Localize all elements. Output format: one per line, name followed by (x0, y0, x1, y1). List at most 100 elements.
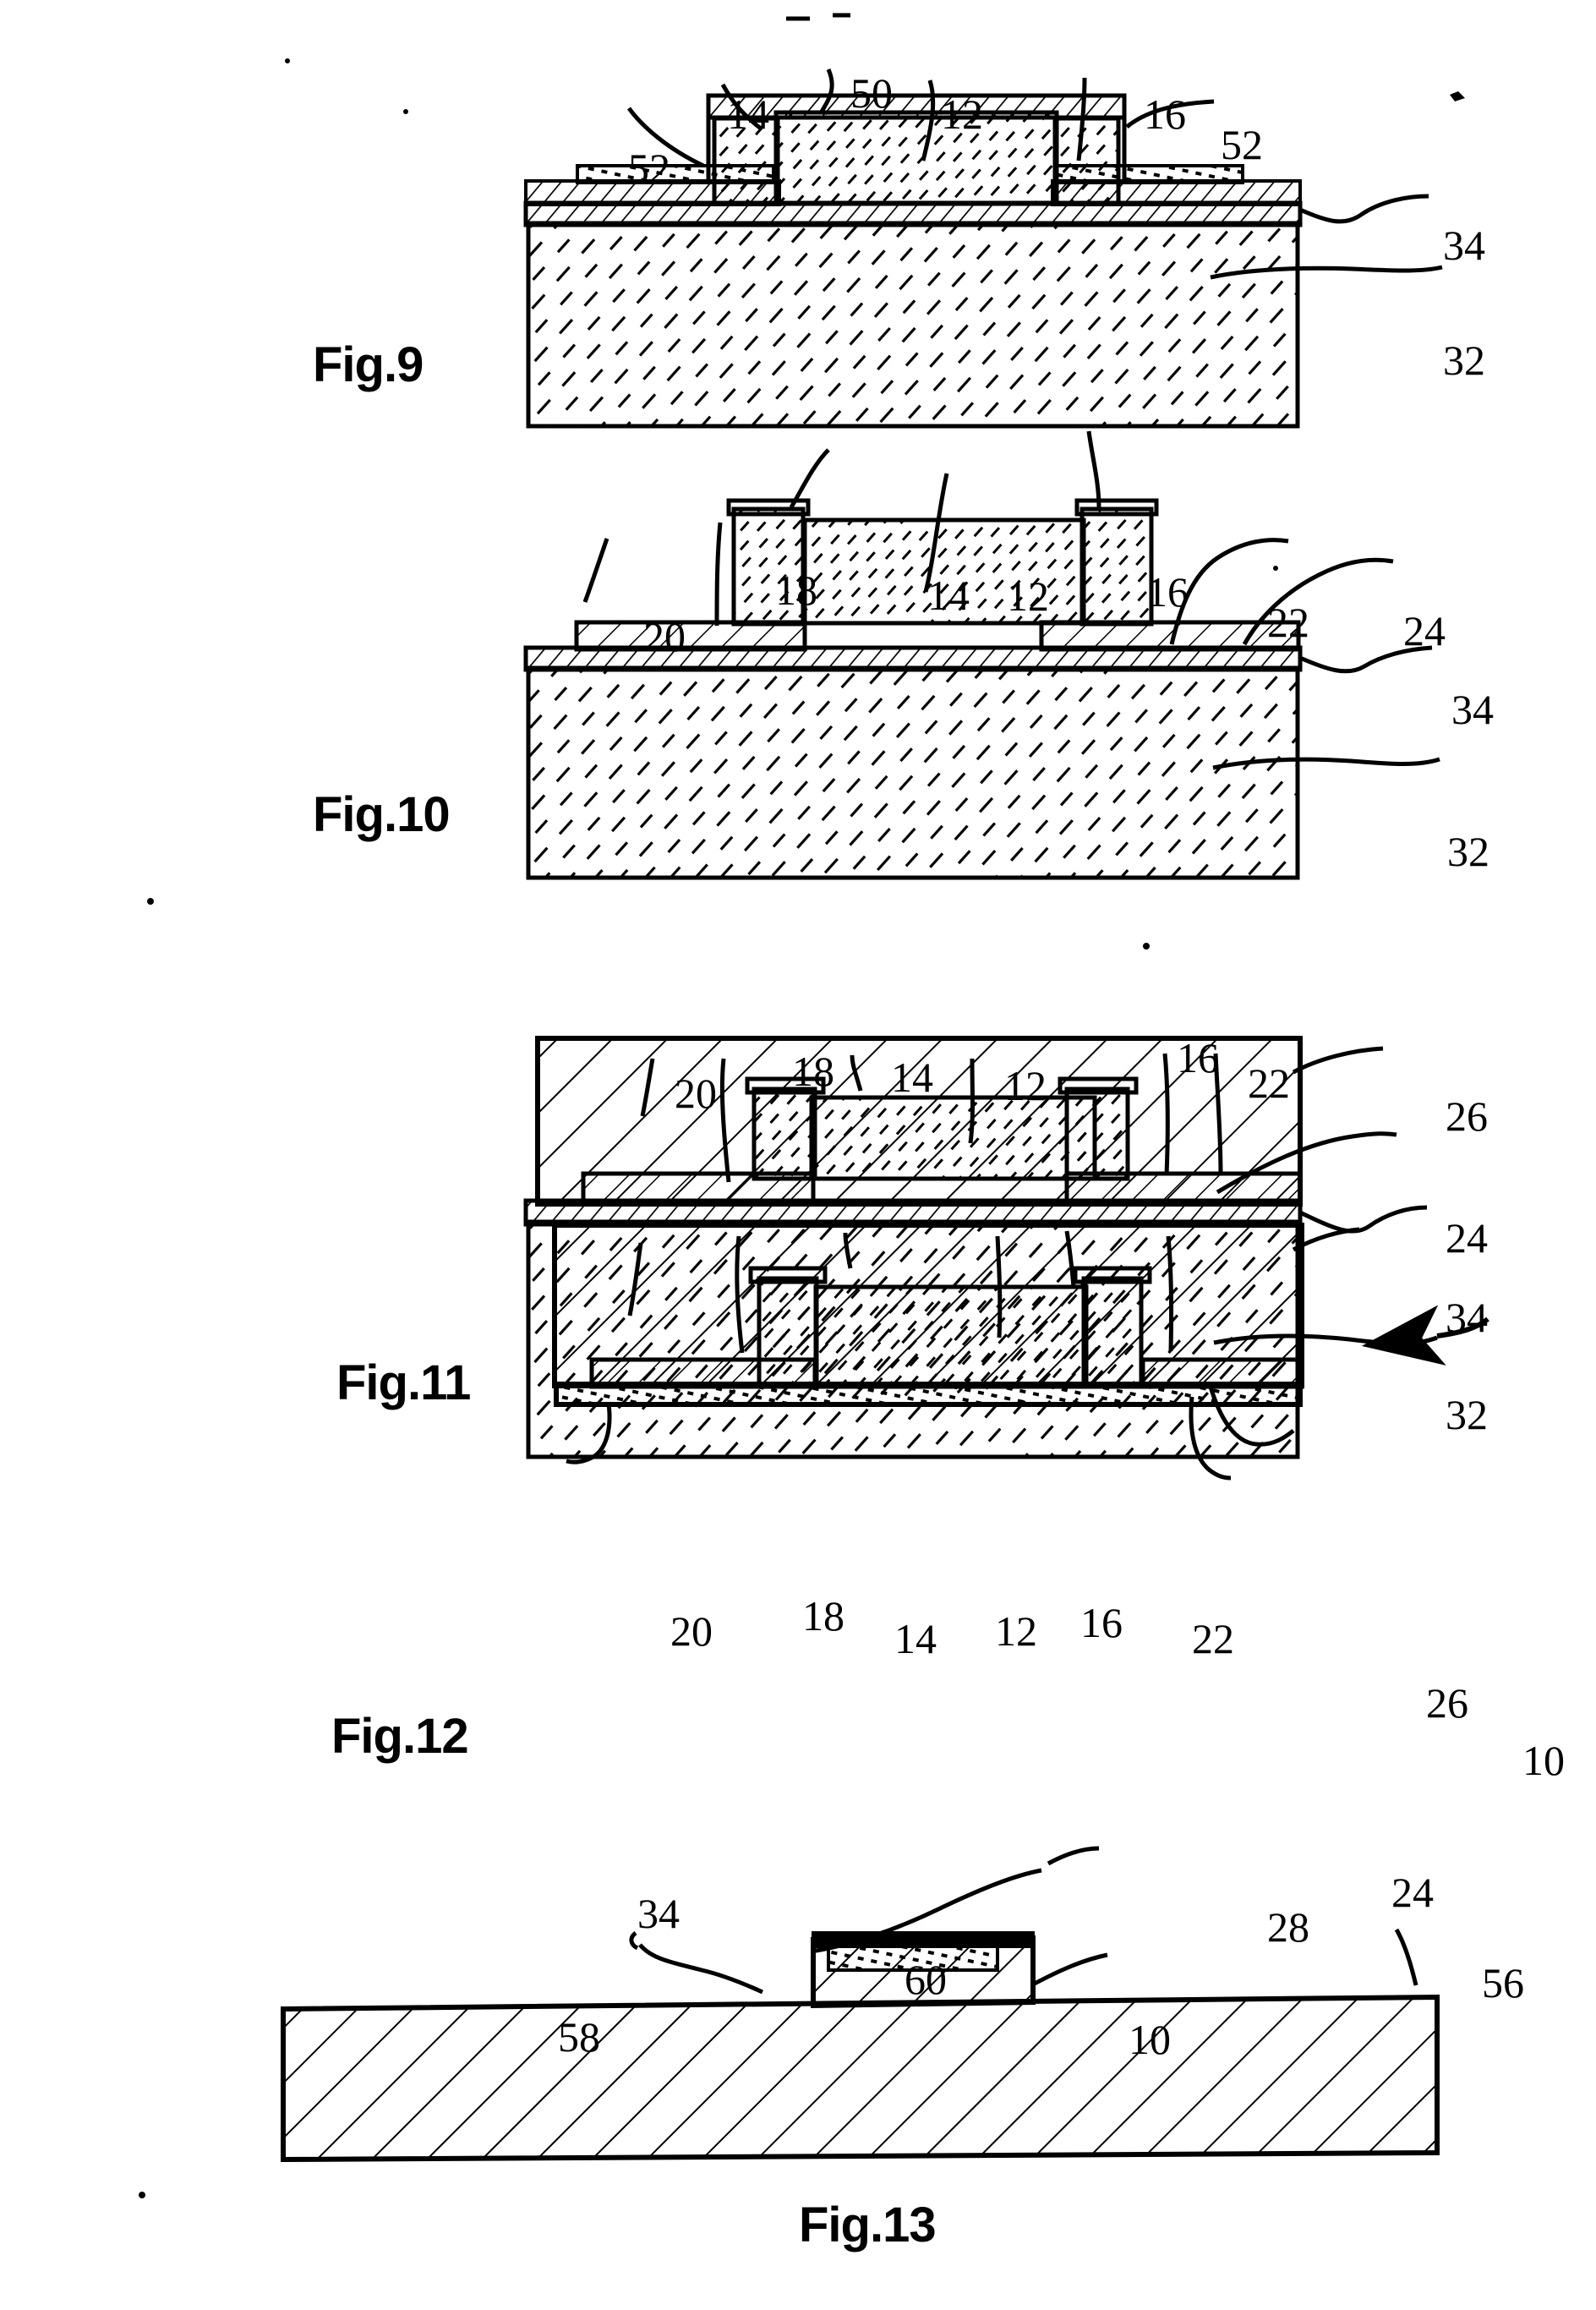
fig12-leader-24 (1208, 1386, 1295, 1447)
fig9-leader-52-right (1125, 99, 1215, 129)
fig9-leader-50 (819, 68, 834, 113)
fig9-device-body-12 (773, 110, 1059, 206)
sheet-speck-2 (147, 898, 154, 905)
fig10-leader-34 (1298, 645, 1433, 674)
fig9-leader-52-left (626, 107, 705, 168)
reference-numeral-fig11-34: 34 (1446, 1294, 1488, 1341)
fig12-leader-14 (843, 1232, 853, 1269)
reference-numeral-fig13-58: 58 (558, 2013, 600, 2061)
fig10-speck-1 (1273, 566, 1278, 571)
reference-numeral-fig10-34: 34 (1451, 686, 1494, 733)
fig9-speck-1 (285, 58, 290, 63)
fig10-leader-32 (1212, 757, 1440, 770)
figure-10 (523, 430, 1440, 880)
fig9-speck-2 (403, 109, 408, 114)
fig12-electrode-16 (1073, 1266, 1152, 1284)
fig11-leader-12 (968, 1058, 975, 1144)
figure-9 (285, 13, 1465, 429)
figure-label-fig12: Fig.12 (331, 1709, 469, 1764)
figure-label-fig13: Fig.13 (799, 2198, 937, 2253)
reference-numeral-fig12-34: 34 (637, 1890, 680, 1937)
fig10-terminal-pad-20 (574, 620, 807, 652)
fig13-leader-60-tail (1047, 1846, 1100, 1866)
reference-numeral-fig10-14: 14 (927, 572, 970, 619)
figure-label-fig11: Fig.11 (336, 1355, 471, 1410)
reference-numeral-fig11-26: 26 (1446, 1092, 1488, 1140)
figure-label-fig9: Fig.9 (313, 337, 424, 392)
reference-numeral-fig13-60: 60 (905, 1956, 947, 2003)
fig10-leader-20 (582, 538, 609, 603)
reference-numeral-fig10-18: 18 (775, 567, 817, 614)
fig11-stud-22 (1064, 1087, 1130, 1181)
fig13-leader-56 (1394, 1928, 1418, 1986)
reference-numeral-fig11-24: 24 (1446, 1214, 1488, 1262)
fig12-leader-20 (627, 1242, 643, 1316)
reference-numeral-fig13-10: 10 (1129, 2016, 1171, 2063)
reference-numeral-fig12-10: 10 (1522, 1737, 1565, 1784)
reference-numeral-fig10-12: 12 (1007, 572, 1049, 620)
reference-numeral-fig12-22: 22 (1192, 1615, 1234, 1662)
reference-numeral-fig12-20: 20 (670, 1607, 713, 1655)
reference-numeral-fig13-56: 56 (1482, 1959, 1524, 2006)
reference-numeral-fig10-22: 22 (1267, 599, 1309, 646)
fig10-leader-16 (1086, 430, 1101, 508)
fig11-electrode-16 (1058, 1076, 1139, 1095)
fig9-leader-14 (720, 83, 762, 130)
fig9-stray-marks (786, 13, 850, 21)
reference-numeral-fig12-12: 12 (995, 1607, 1037, 1655)
figure-12 (552, 1223, 1489, 1481)
fig11-electrode-14 (745, 1076, 826, 1095)
fig12-leader-22 (1166, 1235, 1174, 1352)
fig10-electrode-16 (1074, 498, 1159, 517)
fig12-stud-22 (1081, 1276, 1144, 1389)
fig12-leader-26 (1292, 1227, 1360, 1252)
fig9-electrode-16 (1052, 116, 1121, 206)
reference-numeral-fig12-24: 24 (1391, 1869, 1434, 1916)
fig9-upper-film-50 (706, 93, 1127, 120)
reference-numeral-fig10-16: 16 (1146, 568, 1189, 616)
page-corner-speck (1450, 91, 1465, 101)
fig10-stud-22 (1079, 506, 1154, 627)
fig13-leader-60 (811, 1868, 1042, 1954)
figure-13 (139, 898, 1440, 2198)
fig10-terminal-pad-24 (1039, 620, 1301, 652)
reference-numeral-fig12-28: 28 (1267, 1903, 1309, 1951)
reference-numeral-fig9-34: 34 (1443, 222, 1485, 269)
fig11-device-body-12 (809, 1095, 1097, 1181)
fig11-leader-22 (1213, 1053, 1223, 1176)
fig11-leader-14 (850, 1054, 863, 1092)
fig12-leader-10-arrow (1361, 1305, 1489, 1366)
reference-numeral-fig11-16: 16 (1177, 1034, 1219, 1081)
figure-label-fig10: Fig.10 (313, 787, 451, 842)
fig9-leader-34 (1298, 194, 1429, 224)
fig13-speck-1 (139, 2192, 145, 2198)
fig12-leader-12 (995, 1235, 1003, 1338)
fig11-leader-20 (640, 1058, 655, 1117)
reference-numeral-fig11-14: 14 (891, 1054, 933, 1101)
fig11-leader-18 (719, 1058, 731, 1183)
fig10-substrate-32 (526, 665, 1300, 880)
reference-numeral-fig11-18: 18 (792, 1048, 834, 1095)
fig12-device-body-12 (813, 1284, 1089, 1389)
fig11-stud-18 (752, 1087, 817, 1181)
fig9-electrode-14 (712, 116, 780, 206)
fig13-mounting-board-56 (281, 1994, 1440, 2163)
fig11-leader-24 (1216, 1131, 1397, 1195)
reference-numeral-fig12-18: 18 (802, 1592, 844, 1639)
reference-numeral-fig9-12: 12 (941, 90, 983, 138)
sheet-speck-3 (1143, 943, 1150, 950)
fig13-leader-58 (638, 1943, 764, 1995)
reference-numeral-fig11-32: 32 (1446, 1391, 1488, 1438)
fig13-leader-58-hook (629, 1931, 639, 1951)
reference-numeral-fig9-52: 52 (628, 145, 670, 192)
reference-numeral-fig10-24: 24 (1403, 607, 1446, 654)
reference-numeral-fig10-32: 32 (1447, 828, 1489, 875)
fig12-stud-18 (757, 1276, 819, 1389)
fig9-substrate-32 (526, 221, 1300, 429)
fig9-release-layer-34 (523, 200, 1303, 227)
fig10-electrode-14 (726, 498, 811, 517)
fig9-leader-32 (1210, 265, 1443, 280)
reference-numeral-fig10-20: 20 (643, 613, 686, 660)
